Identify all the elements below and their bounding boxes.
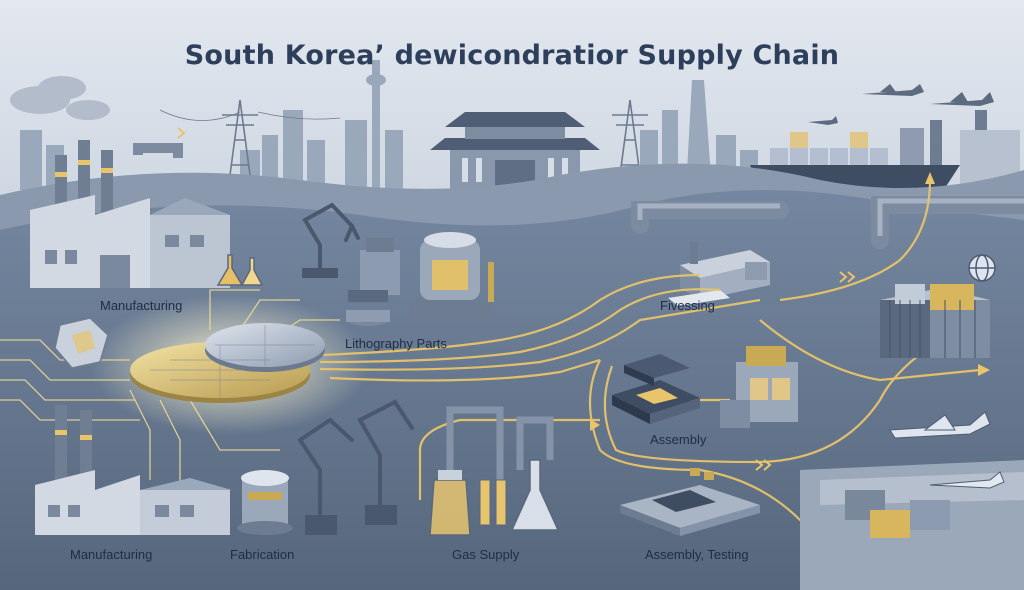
robot-arm-bottom-base	[305, 505, 397, 535]
testing-board-icon	[620, 468, 760, 536]
assembly-machine	[720, 346, 798, 428]
label-gas-supply: Gas Supply	[452, 547, 520, 562]
container-icon	[880, 284, 990, 358]
pipeline-highlight	[637, 198, 1024, 236]
wafer-icon	[130, 323, 325, 403]
gas-supply-vessels	[429, 459, 560, 536]
pipe-small	[133, 143, 183, 158]
raw-material-icon	[54, 317, 109, 369]
smoke-clouds	[10, 76, 110, 120]
fabrication-part-icon	[237, 470, 293, 535]
robot-arm-bottom-icon	[297, 399, 414, 522]
label-assembly-testing: Assembly, Testing	[645, 547, 749, 562]
airplane-icon	[808, 84, 994, 125]
label-manufacturing-bottom: Manufacturing	[70, 547, 153, 562]
label-lithography-parts: Lithography Parts	[345, 336, 447, 351]
label-fabrication: Fabrication	[230, 547, 295, 562]
label-fivessing: Fivessing	[660, 298, 715, 313]
robot-arm-base	[302, 268, 338, 278]
power-tower-icon	[159, 99, 648, 191]
gas-pipes	[446, 406, 554, 480]
label-assembly: Assembly	[650, 432, 707, 447]
flask-icon	[216, 254, 264, 286]
chevron-icons	[177, 127, 856, 471]
robot-arm-icon	[302, 202, 360, 272]
page-title: South Korea’ dewicondratior Supply Chain	[184, 40, 840, 71]
cargo-airplane-icon	[889, 411, 991, 439]
factory-icon	[30, 140, 230, 288]
globe-icon	[968, 254, 996, 282]
airport-area	[800, 460, 1024, 590]
lithography-machine	[346, 232, 494, 326]
flow-lines	[319, 179, 981, 542]
factory-bottom-icon	[35, 405, 232, 535]
label-manufacturing-top: Manufacturing	[100, 298, 183, 313]
chip-icon	[612, 354, 700, 424]
